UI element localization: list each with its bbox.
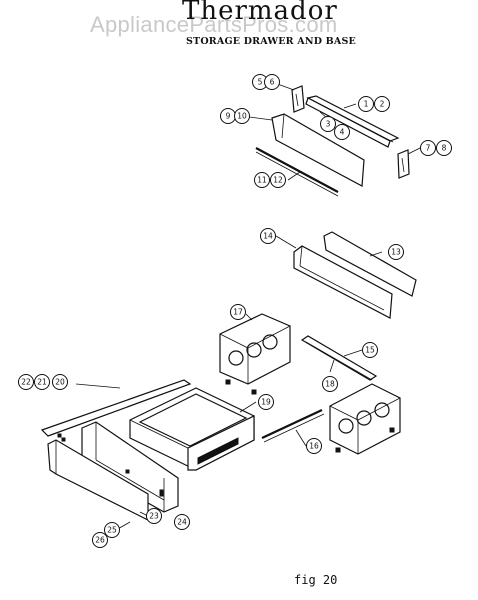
callout-17: 17 [230,304,246,320]
callout-3: 3 [320,116,336,132]
callout-number: 13 [391,248,401,257]
callout-14: 14 [260,228,276,244]
callout-number: 22 [21,378,31,387]
callout-20: 20 [52,374,68,390]
callout-number: 25 [107,526,117,535]
callout-24: 24 [174,514,190,530]
callout-21: 21 [34,374,50,390]
callout-26: 26 [92,532,108,548]
callout-4: 4 [334,124,350,140]
callout-number: 26 [95,536,105,545]
callout-number: 10 [237,112,247,121]
callout-5: 5 [252,74,268,90]
callout-number: 23 [149,512,159,521]
callout-number: 6 [270,78,275,87]
callout-23: 23 [146,508,162,524]
callout-12: 12 [270,172,286,188]
trim-rail [305,95,400,148]
drawer-frame [40,379,192,513]
callout-6: 6 [264,74,280,90]
callout-1: 1 [358,96,374,112]
right-side-panel [329,383,401,455]
callout-13: 13 [388,244,404,260]
callout-18: 18 [322,376,338,392]
callout-9: 9 [220,108,236,124]
callout-number: 21 [37,378,47,387]
callout-25: 25 [104,522,120,538]
callout-7: 7 [420,140,436,156]
figure-label: fig 20 [294,573,338,587]
right-bracket [397,149,410,179]
callout-number: 18 [325,380,335,389]
callout-number: 1 [364,100,369,109]
callout-2: 2 [374,96,390,112]
brand-title: Thermador [182,0,338,26]
callout-number: 24 [177,518,187,527]
callout-number: 14 [263,232,273,241]
callout-number: 7 [426,144,431,153]
left-bracket [291,85,305,113]
callout-number: 16 [309,442,319,451]
side-rail [300,335,378,381]
diagram-subtitle: STORAGE DRAWER AND BASE [186,36,356,47]
callout-number: 12 [273,176,283,185]
callout-11: 11 [254,172,270,188]
leader-lines [75,81,421,531]
storage-drawer [129,387,255,471]
callout-number: 20 [55,378,65,387]
kick-panel [293,245,393,319]
callout-number: 2 [380,100,385,109]
callout-number: 19 [261,398,271,407]
callout-15: 15 [362,342,378,358]
callout-19: 19 [258,394,274,410]
callout-number: 15 [365,346,375,355]
callout-number: 8 [442,144,447,153]
kick-cover [323,231,417,297]
callout-number: 5 [258,78,263,87]
callout-number: 11 [257,176,267,185]
front-panel-upper [271,113,365,187]
drawer-slide [261,409,325,443]
left-side-panel [219,313,291,395]
callout-8: 8 [436,140,452,156]
callout-number: 17 [233,308,243,317]
callout-number: 4 [340,128,345,137]
callout-22: 22 [18,374,34,390]
callout-10: 10 [234,108,250,124]
watermark: AppliancePartsPros.com [90,12,338,37]
callout-16: 16 [306,438,322,454]
callout-number: 9 [226,112,231,121]
callout-number: 3 [326,120,331,129]
